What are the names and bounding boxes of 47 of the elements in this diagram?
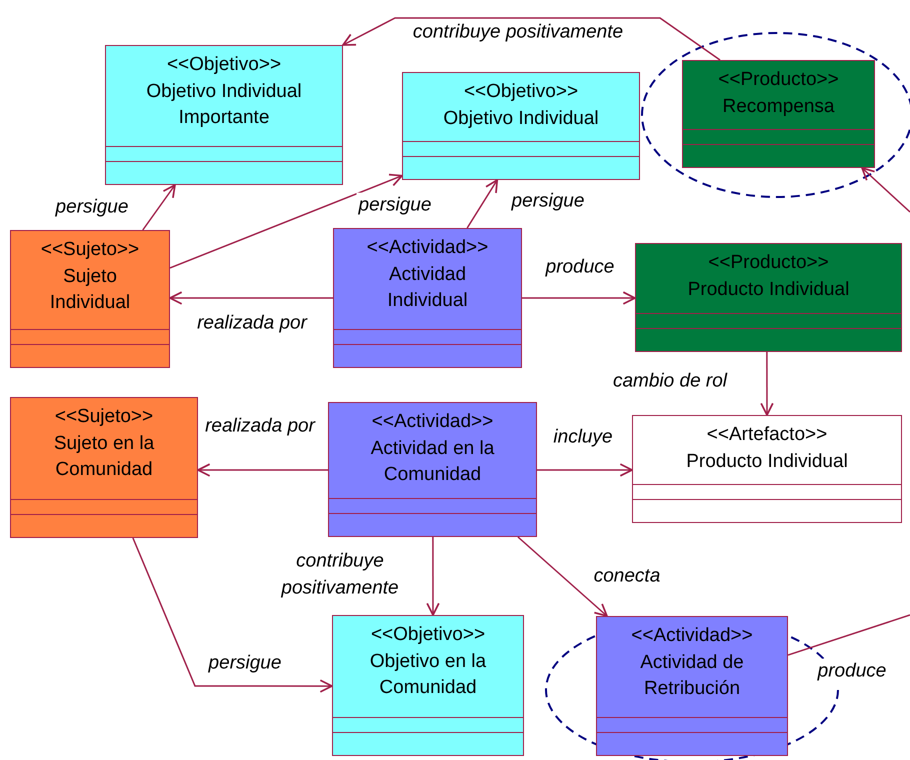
stereotype-label: <<Actividad>> (372, 410, 494, 434)
stereotype-label: <<Actividad>> (631, 624, 753, 648)
stereotype-label: <<Producto>> (708, 251, 829, 275)
stereotype-label: <<Objetivo>> (370, 623, 486, 647)
stereotype-label: <<Sujeto>> (54, 405, 154, 429)
class-name: Actividad en la Comunidad (370, 436, 496, 488)
stereotype-label: <<Actividad>> (366, 236, 488, 260)
arrow (132, 538, 333, 693)
class-box (632, 415, 902, 523)
class-box (402, 72, 640, 180)
class-name: Sujeto Individual (48, 264, 132, 316)
class-name: Producto Individual (688, 278, 850, 302)
arrow (342, 17, 720, 61)
stereotype-label: <<Objetivo>> (464, 80, 578, 104)
stereotype-label: <<Artefacto>> (706, 423, 828, 447)
stereotype-label: <<Producto>> (718, 68, 839, 92)
class-name: Objetivo en la Comunidad (368, 650, 488, 700)
arrow (861, 167, 910, 213)
class-name: Producto Individual (686, 450, 848, 474)
edge-label: produce (816, 658, 888, 686)
class-box (10, 397, 198, 538)
class-box (328, 402, 537, 537)
class-name: Objetivo Individual Importante (145, 80, 303, 130)
arrow (760, 352, 774, 416)
class-box (10, 230, 170, 368)
class-name: Actividad Individual (386, 262, 469, 314)
class-box (635, 243, 902, 352)
class-box (596, 616, 788, 756)
arrow (522, 291, 636, 305)
arrow (466, 179, 498, 228)
stereotype-label: <<Sujeto>> (40, 238, 140, 262)
arrow (517, 536, 608, 617)
class-box (332, 615, 524, 756)
class-name: Objetivo Individual (443, 106, 599, 131)
class-name: Sujeto en la Comunidad (52, 432, 156, 482)
arrow (197, 463, 328, 477)
stereotype-label: <<Objetivo>> (166, 53, 282, 77)
arrow (537, 463, 633, 477)
arrow (170, 174, 403, 269)
class-box (105, 45, 343, 185)
class-name: Actividad de Retribución (639, 650, 745, 702)
arrow (426, 537, 440, 616)
class-box (333, 228, 522, 368)
class-name: Recompensa (722, 94, 834, 119)
arrow (169, 291, 333, 305)
arrow (142, 184, 176, 230)
class-box (682, 60, 875, 168)
